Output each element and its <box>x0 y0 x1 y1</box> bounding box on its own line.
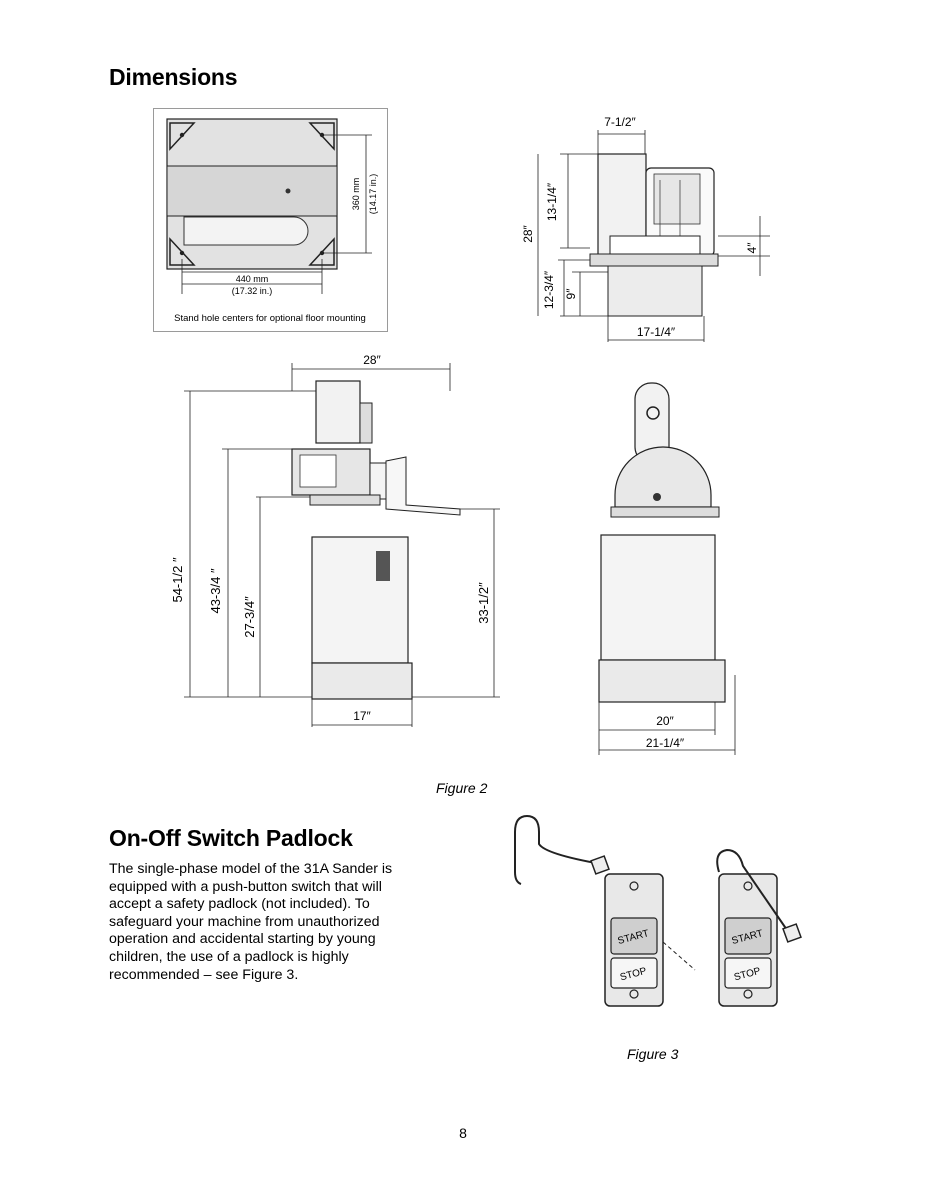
dim-54-1-2: 54-1/2 ″ <box>170 557 185 602</box>
head-side-view-drawing: 7-1/2″ 13-1/4″ 28″ 12-3/4″ 9″ 4″ 17-1/4″ <box>521 115 770 342</box>
machine-front-view-drawing: 20″ 21-1/4″ <box>598 382 736 755</box>
padlock-paragraph: The single-phase model of the 31A Sander… <box>109 861 436 984</box>
dim-43-3-4: 43-3/4 ″ <box>208 568 223 613</box>
switch-padlock-drawing: START STOP START STOP <box>514 814 802 1007</box>
paragraph-line: The single-phase model of the 31A Sander… <box>109 861 393 877</box>
paragraph-line: recommended – see Figure 3. <box>109 966 299 983</box>
heading-dimensions: Dimensions <box>109 64 238 90</box>
dim-12-3-4: 12-3/4″ <box>542 270 556 309</box>
dim-27-3-4: 27-3/4″ <box>242 596 257 638</box>
dim-9: 9″ <box>564 288 578 300</box>
inset-width-mm: 440 mm <box>236 274 269 284</box>
figure-2-caption: Figure 2 <box>436 780 488 796</box>
dim-20: 20″ <box>656 714 674 728</box>
dim-21-1-4: 21-1/4″ <box>646 736 685 750</box>
dim-13-1-4: 13-1/4″ <box>545 182 559 221</box>
paragraph-line: equipped with a push-button switch that … <box>109 878 382 895</box>
paragraph-line: children, the use of a padlock is highly <box>109 948 349 965</box>
dim-28-top: 28″ <box>521 224 535 242</box>
paragraph-line: accept a safety padlock (not included). … <box>109 896 370 913</box>
dim-28-side: 28″ <box>363 353 381 367</box>
dim-17-1-4: 17-1/4″ <box>637 325 676 339</box>
stand-hole-inset: 440 mm (17.32 in.) 360 mm (14.17 in.) St… <box>153 108 388 332</box>
stand-top-view-drawing: 440 mm (17.32 in.) 360 mm (14.17 in.) St… <box>166 118 378 324</box>
inset-depth-mm: 360 mm <box>351 178 361 211</box>
dim-33-1-2: 33-1/2″ <box>476 582 491 624</box>
paragraph-line: safeguard your machine from unauthorized <box>109 913 380 930</box>
paragraph-line: operation and accidental starting by you… <box>109 931 376 948</box>
dim-17-side: 17″ <box>353 709 371 723</box>
inset-width-in: (17.32 in.) <box>232 286 273 296</box>
inset-depth-in: (14.17 in.) <box>368 174 378 215</box>
figure-3-caption: Figure 3 <box>627 1046 679 1062</box>
page-number: 8 <box>459 1125 467 1141</box>
machine-side-view-drawing: 28″ 54-1/2 ″ 43-3/4 ″ 27-3/4″ 33-1/2″ 17… <box>170 353 500 727</box>
dim-4: 4″ <box>745 242 759 254</box>
inset-note: Stand hole centers for optional floor mo… <box>174 313 366 324</box>
dim-top-7-1-2: 7-1/2″ <box>604 115 636 129</box>
heading-padlock: On-Off Switch Padlock <box>109 825 353 851</box>
